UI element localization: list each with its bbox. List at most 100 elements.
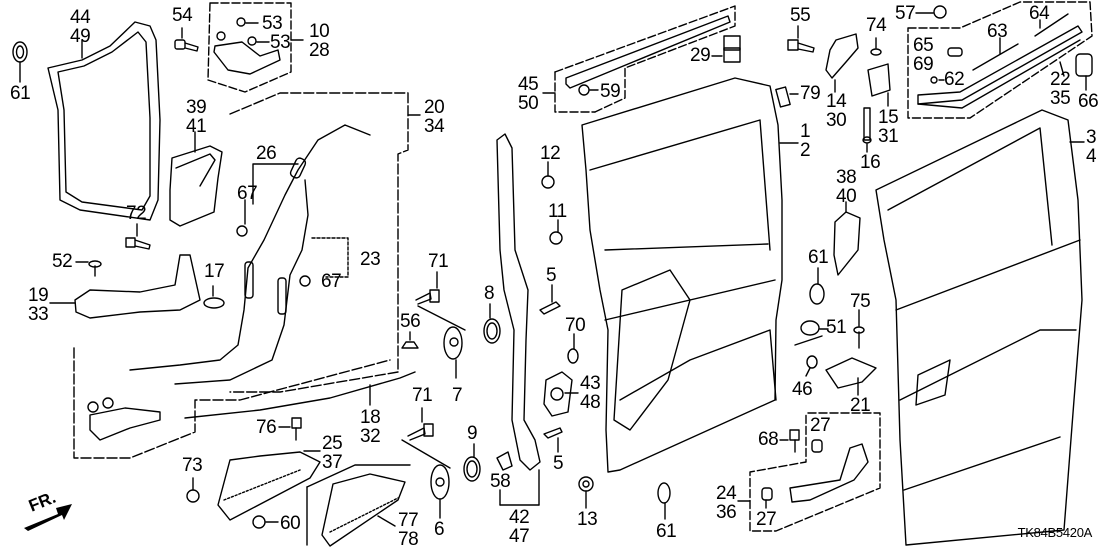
callout-24-36[interactable]: 24 36	[716, 483, 737, 523]
part-77-handle-group-box[interactable]	[306, 464, 411, 547]
callout-53-b[interactable]: 53	[270, 32, 291, 53]
part-61-grommet-b[interactable]	[657, 482, 671, 520]
callout-9[interactable]: 9	[467, 423, 478, 444]
callout-12[interactable]: 12	[540, 143, 561, 164]
callout-70[interactable]: 70	[565, 315, 586, 336]
part-56-nut[interactable]	[401, 331, 419, 349]
callout-53-a[interactable]: 53	[262, 13, 283, 34]
callout-45-50[interactable]: 45 50	[518, 74, 539, 114]
part-74-washer[interactable]	[870, 37, 882, 56]
callout-52[interactable]: 52	[52, 251, 73, 272]
callout-58[interactable]: 58	[490, 471, 511, 492]
part-14-roller-bracket[interactable]	[825, 33, 859, 93]
part-latch-group-box[interactable]	[73, 347, 391, 459]
callout-26[interactable]: 26	[256, 143, 277, 164]
part-43-latch[interactable]	[543, 371, 579, 417]
callout-63[interactable]: 63	[987, 21, 1008, 42]
part-27-cap-a[interactable]	[811, 439, 823, 453]
callout-61[interactable]: 61	[10, 83, 31, 104]
part-52-bolt[interactable]	[75, 260, 102, 277]
callout-16[interactable]: 16	[860, 152, 881, 173]
part-3-door-panel-right[interactable]	[875, 109, 1085, 546]
callout-11[interactable]: 11	[548, 201, 567, 222]
part-45-weatherstrip-group[interactable]	[542, 5, 736, 113]
part-11-nut[interactable]	[549, 219, 563, 245]
callout-56[interactable]: 56	[400, 311, 421, 332]
part-71-bolt-a[interactable]	[415, 271, 466, 331]
part-23-cable[interactable]	[174, 179, 349, 385]
part-54-bolt[interactable]	[174, 27, 199, 52]
callout-61-c[interactable]: 61	[808, 247, 829, 268]
part-57-stopper[interactable]	[915, 5, 947, 19]
part-15-hinge-plate[interactable]	[867, 63, 891, 107]
callout-25-37[interactable]: 25 37	[322, 433, 343, 473]
part-13-nut[interactable]	[578, 476, 594, 509]
part-75-bolt[interactable]	[853, 309, 865, 349]
callout-67-a[interactable]: 67	[237, 183, 258, 204]
part-16-pin[interactable]	[862, 107, 872, 153]
part-6-striker[interactable]	[430, 464, 450, 519]
callout-27-a[interactable]: 27	[810, 415, 831, 436]
part-70-ring[interactable]	[567, 333, 579, 364]
part-39-cover[interactable]	[169, 131, 223, 227]
callout-7[interactable]: 7	[452, 385, 463, 406]
part-64-rod[interactable]	[1034, 13, 1069, 37]
callout-46[interactable]: 46	[792, 379, 813, 400]
callout-5-b[interactable]: 5	[553, 453, 564, 474]
callout-38-40[interactable]: 38 40	[836, 167, 857, 207]
part-19-hinge-arm[interactable]	[49, 254, 201, 319]
part-20-cable-group-box[interactable]	[229, 92, 421, 393]
part-58-clip[interactable]	[496, 451, 513, 471]
part-21-bracket[interactable]	[825, 357, 877, 396]
callout-29[interactable]: 29	[690, 45, 711, 66]
part-62-washer[interactable]	[930, 76, 945, 84]
callout-21[interactable]: 21	[850, 395, 871, 416]
callout-55[interactable]: 55	[790, 5, 811, 26]
part-12-nut[interactable]	[541, 161, 555, 189]
part-79-pad[interactable]	[775, 86, 799, 108]
part-60-clip[interactable]	[252, 515, 279, 529]
callout-44-49[interactable]: 44 49	[70, 7, 91, 47]
part-17-clip[interactable]	[203, 285, 225, 309]
part-66-cap[interactable]	[1075, 53, 1093, 91]
part-38-guide[interactable]	[833, 201, 861, 276]
callout-39-41[interactable]: 39 41	[186, 97, 207, 137]
callout-54[interactable]: 54	[172, 5, 193, 26]
part-73-clip[interactable]	[186, 477, 200, 503]
part-7-striker[interactable]	[443, 326, 463, 379]
callout-59[interactable]: 59	[600, 81, 621, 102]
callout-20-34[interactable]: 20 34	[424, 97, 445, 137]
callout-65-69[interactable]: 65 69	[913, 35, 934, 75]
part-71-bolt-b[interactable]	[401, 407, 451, 469]
part-22-upper-rail-group[interactable]	[907, 1, 1093, 119]
part-46-plug[interactable]	[805, 355, 818, 377]
callout-17[interactable]: 17	[204, 261, 225, 282]
callout-71-b[interactable]: 71	[412, 385, 433, 406]
part-29-stopper[interactable]	[711, 35, 741, 63]
part-68-bolt[interactable]	[779, 429, 800, 453]
part-72-bolt[interactable]	[125, 223, 151, 250]
part-51-bumper[interactable]	[794, 320, 829, 346]
part-26-cable[interactable]	[129, 124, 371, 371]
callout-67-b[interactable]: 67	[321, 271, 342, 292]
callout-71-a[interactable]: 71	[428, 251, 449, 272]
part-9-ring[interactable]	[463, 443, 481, 482]
callout-62[interactable]: 62	[944, 69, 965, 90]
part-10-upper-roller-group[interactable]	[207, 2, 304, 93]
part-5-pin-b[interactable]	[543, 427, 563, 453]
callout-13[interactable]: 13	[577, 509, 598, 530]
callout-27-b[interactable]: 27	[756, 509, 777, 530]
callout-77-78[interactable]: 77 78	[398, 510, 419, 550]
part-27-cap-b[interactable]	[761, 487, 773, 509]
part-55-bolt[interactable]	[787, 25, 815, 53]
part-5-pin-a[interactable]	[539, 284, 561, 315]
callout-43-48[interactable]: 43 48	[580, 373, 601, 413]
callout-14-30[interactable]: 14 30	[826, 91, 847, 131]
callout-76[interactable]: 76	[256, 417, 277, 438]
callout-64[interactable]: 64	[1029, 3, 1050, 24]
callout-61-b[interactable]: 61	[656, 521, 677, 542]
callout-79[interactable]: 79	[800, 83, 821, 104]
part-65-spring[interactable]	[947, 47, 963, 57]
part-44-weatherstrip[interactable]	[47, 21, 161, 221]
callout-51[interactable]: 51	[826, 317, 847, 338]
